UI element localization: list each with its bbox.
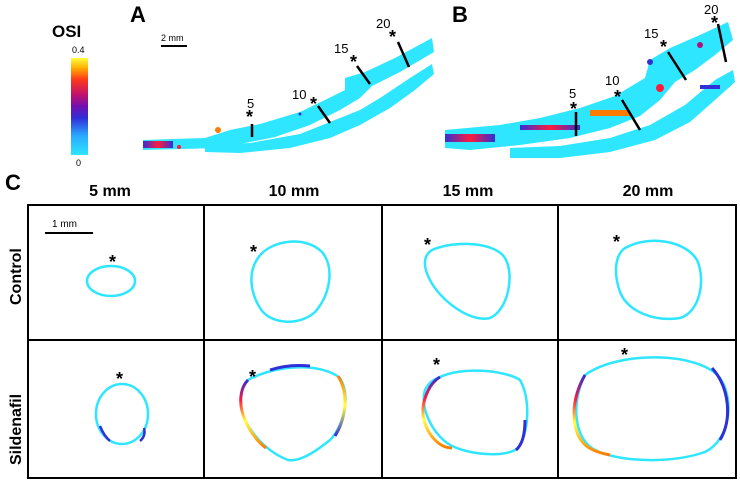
star-control-20mm: * xyxy=(613,232,621,252)
cross-section-control-10mm xyxy=(250,240,331,323)
panel-a-tick-label-20: 20 xyxy=(376,16,391,31)
panel-a-label: A xyxy=(130,2,146,27)
colorbar-title: OSI xyxy=(52,22,82,41)
panel-a-tick-20 xyxy=(396,41,411,68)
colorbar-gradient xyxy=(71,58,88,155)
panel-b-hotspot-1 xyxy=(445,134,495,142)
scalebar-top xyxy=(161,45,187,47)
panel-a-star-20: * xyxy=(389,27,397,47)
panel-b-upper-branch xyxy=(445,22,733,150)
panel-b-tick-label-10: 10 xyxy=(605,73,620,88)
panel-a-upper-branch xyxy=(143,38,434,150)
star-sildenafil-20mm: * xyxy=(621,345,629,365)
cross-section-sildenafil-10mm-right-hot xyxy=(333,375,347,437)
scalebar-grid-label: 1 mm xyxy=(52,219,77,230)
panel-b-hotspot-4 xyxy=(656,84,664,92)
cross-section-sildenafil-5mm-hot xyxy=(98,425,111,442)
cross-section-sildenafil-10mm-left-hot xyxy=(239,378,267,450)
cross-section-sildenafil-5mm-hot-2 xyxy=(139,427,146,442)
panel-b-star-10: * xyxy=(614,87,622,107)
cross-section-sildenafil-20mm-left-hot xyxy=(572,374,611,457)
panel-a-hotspot-4 xyxy=(298,112,302,116)
panel-b-hotspot-6 xyxy=(647,59,653,65)
panel-a-hotspot-3 xyxy=(215,127,221,133)
column-header-15mm: 15 mm xyxy=(442,183,494,200)
cross-section-sildenafil-15mm xyxy=(422,369,529,456)
cross-section-sildenafil-15mm-right-hot xyxy=(514,419,527,452)
column-header-5mm: 5 mm xyxy=(89,183,131,200)
panel-b-hotspot-7 xyxy=(700,85,720,89)
column-header-20mm: 20 mm xyxy=(622,183,674,200)
panel-c-label: C xyxy=(5,170,21,195)
column-header-10mm: 10 mm xyxy=(268,183,320,200)
star-control-5mm: * xyxy=(109,252,117,272)
cross-section-sildenafil-15mm-left-hot xyxy=(421,375,453,450)
cross-section-sildenafil-20mm xyxy=(575,356,730,462)
star-control-10mm: * xyxy=(250,242,258,262)
cross-section-control-5mm xyxy=(85,264,137,298)
panel-b-tick-10 xyxy=(620,99,642,131)
panel-b-star-20: * xyxy=(711,13,719,33)
panel-a-hotspot-1 xyxy=(143,141,173,148)
panel-b-tick-label-5: 5 xyxy=(569,86,577,101)
panel-b-tick-label-15: 15 xyxy=(644,26,659,41)
star-sildenafil-15mm: * xyxy=(433,355,441,375)
star-sildenafil-10mm: * xyxy=(249,367,257,387)
panel-b-tick-label-20: 20 xyxy=(704,2,719,17)
panel-a-hotspot-2 xyxy=(177,145,181,149)
panel-a-star-15: * xyxy=(350,52,358,72)
panel-a-star-5: * xyxy=(246,107,254,127)
panel-a-lower-branch xyxy=(205,64,434,153)
cross-section-sildenafil-5mm xyxy=(94,382,150,446)
panel-a-tick-15 xyxy=(355,65,372,85)
star-control-15mm: * xyxy=(424,235,432,255)
cross-section-sildenafil-20mm-right-hot xyxy=(710,366,730,441)
star-sildenafil-5mm: * xyxy=(116,369,124,389)
colorbar: OSI 0.4 0 xyxy=(52,22,108,168)
panel-b-tick-20 xyxy=(716,23,728,63)
panel-b-tick-15 xyxy=(666,51,688,81)
panel-b-vessel xyxy=(445,22,735,158)
scalebar-top-label: 2 mm xyxy=(161,33,184,43)
panel-a-tick-label-15: 15 xyxy=(334,41,349,56)
cross-section-sildenafil-10mm xyxy=(239,366,347,462)
panel-b-lower-branch xyxy=(510,70,735,158)
panel-b-label: B xyxy=(452,2,468,27)
colorbar-max-label: 0.4 xyxy=(72,45,85,55)
panel-a-tick-label-10: 10 xyxy=(292,87,307,102)
panel-b-star-15: * xyxy=(660,37,668,57)
colorbar-min-label: 0 xyxy=(76,158,82,168)
cross-section-control-15mm xyxy=(423,242,511,320)
panel-b-hotspot-5 xyxy=(697,42,703,48)
panel-b-hotspot-3 xyxy=(590,110,630,116)
panel-a-star-10: * xyxy=(310,94,318,114)
panel-b-star-5: * xyxy=(570,99,578,119)
panel-a-tick-label-5: 5 xyxy=(247,96,255,111)
panel-a-tick-10 xyxy=(316,105,332,124)
cross-section-control-20mm xyxy=(614,239,703,321)
cross-section-sildenafil-10mm-top-hot xyxy=(269,364,311,372)
panel-b-hotspot-2 xyxy=(520,125,580,130)
panel-a-vessel xyxy=(143,38,434,153)
